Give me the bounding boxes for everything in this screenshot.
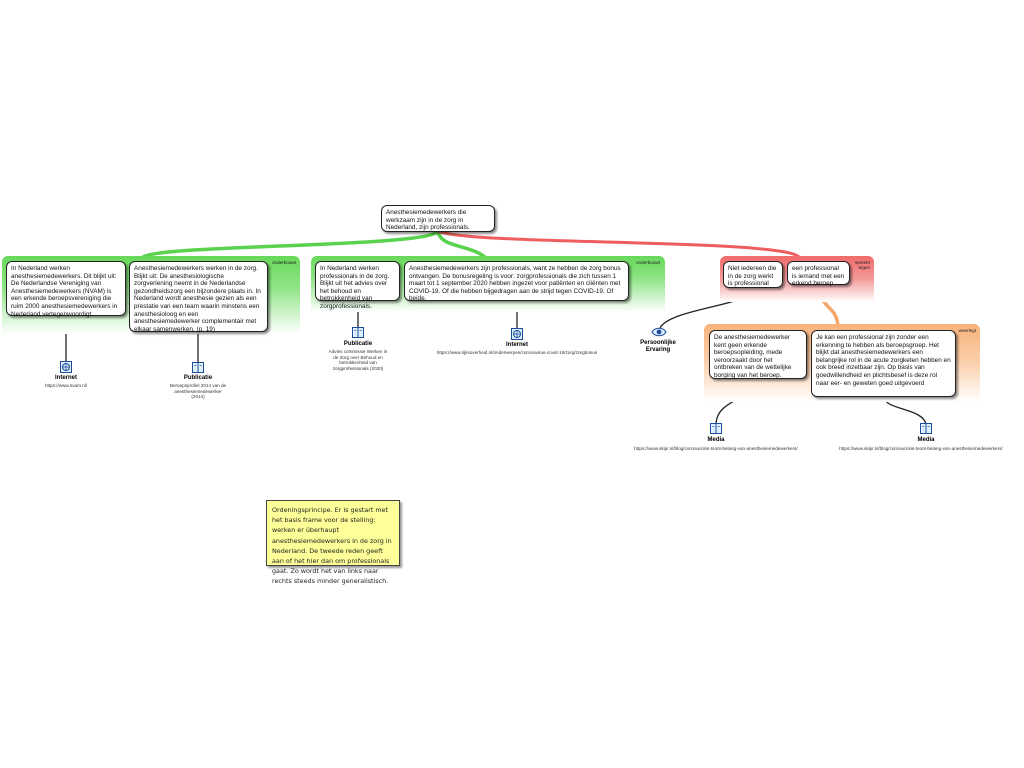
internet-icon — [60, 361, 72, 373]
source-6-type: Media — [707, 437, 725, 443]
source-4-type: Internet — [505, 342, 528, 348]
oppose-tag: spreekt tegen — [854, 260, 870, 270]
source-5-type: Persoonlijke Ervaring — [640, 340, 676, 353]
source-1-detail[interactable]: https://www.nvam.nl/ — [44, 383, 88, 388]
book-icon — [710, 423, 722, 434]
source-3-detail: Advies commissie Werken in de Zorg over … — [328, 349, 388, 371]
rebut-tag: weerlegt — [958, 328, 976, 333]
source-2-detail: Beroepsprofiel 2014 van de anesthesiemed… — [169, 383, 227, 400]
rebuttal-node-2[interactable]: Je kan een professional zijn zonder een … — [811, 330, 956, 397]
internet-icon — [511, 328, 523, 340]
connector-support-2 — [436, 230, 488, 260]
book-icon — [920, 423, 932, 434]
rebuttal-node-1[interactable]: De anesthesiemedewerker kent geen erkend… — [709, 330, 807, 379]
objection-node-1[interactable]: Niet iedereen die in de zorg werkt is pr… — [723, 261, 783, 288]
source-4-detail[interactable]: https://www.rijksoverheid.nl/onderwerpen… — [436, 350, 598, 355]
source-3-type: Publicatie — [343, 341, 373, 347]
source-7-type: Media — [917, 437, 935, 443]
source-6-detail[interactable]: https://www.skipr.nl/blog/coronacrisis-t… — [634, 446, 798, 451]
root-claim[interactable]: Anesthesiemedewerkers die werkzaam zijn … — [381, 205, 495, 232]
reason-node-2[interactable]: Anesthesiemedewerkers werken in de zorg.… — [129, 261, 268, 333]
support-tag-2: onderbouwt — [635, 260, 660, 265]
book-icon — [192, 362, 204, 373]
stem-s7 — [884, 397, 927, 426]
book-icon — [352, 327, 364, 338]
source-7-detail[interactable]: https://www.skipr.nl/blog/coronacrisis-t… — [839, 446, 1003, 451]
reason-node-1[interactable]: In Nederland werken anesthesiemedewerker… — [6, 261, 126, 318]
reason-node-3[interactable]: In Nederland werken professionals in de … — [315, 261, 400, 310]
connector-support-1 — [140, 229, 440, 260]
support-tag-1: onderbouwt — [271, 260, 296, 265]
reason-node-4[interactable]: Anesthesiemedewerkers zijn professionals… — [404, 261, 629, 302]
source-1-type: Internet — [54, 375, 77, 381]
source-2-type: Publicatie — [183, 375, 213, 381]
connector-oppose — [437, 229, 802, 260]
ordering-note[interactable]: Ordeningsprincipe. Er is gestart met het… — [266, 500, 400, 585]
objection-node-2[interactable]: een professional is iemand met een erken… — [787, 261, 850, 287]
eye-icon — [651, 327, 667, 337]
